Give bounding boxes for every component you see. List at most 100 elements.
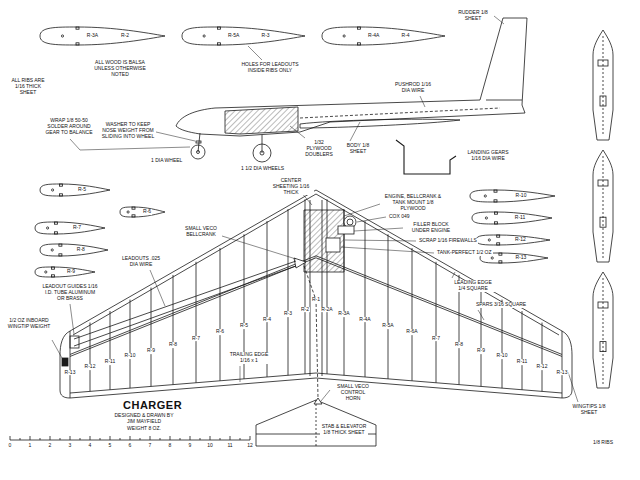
rib-callout: R-11 (104, 359, 116, 365)
rib-profile (35, 222, 105, 234)
wing-rib (220, 248, 221, 381)
wing-rib (130, 300, 131, 389)
scale-number: 11 (226, 443, 233, 449)
note: LEADOUTS .025 DIA WIRE (120, 256, 162, 268)
note: WASHER TO KEEP NOSE WEIGHT FROM SLIDING … (100, 122, 156, 139)
rib-callout: R-12 (536, 364, 549, 370)
scale-tick (60, 438, 61, 440)
leader-line (70, 139, 190, 150)
rib-label: R-3 (261, 33, 271, 39)
leader-line (156, 132, 195, 141)
spar-notch (357, 27, 360, 29)
top-view-detail (598, 180, 608, 186)
top-view-detail (600, 96, 606, 106)
rib-label: R-9 (66, 269, 76, 275)
rib-callout: R-5A (381, 323, 394, 329)
leader-line (70, 304, 74, 334)
leader-line (341, 247, 434, 253)
rib-callout: R-3 (283, 311, 293, 317)
note: WRAP 1/8 50-50 SOLDER AROUND GEAR TO BAL… (40, 118, 98, 135)
note: STAB & ELEVATOR 1/8 THICK SHEET (320, 424, 368, 436)
note: LEADOUT GUIDES 1/16 I.D. TUBE ALUMINUM O… (40, 284, 100, 301)
wing-rib (151, 288, 152, 387)
note: 1/32 PLYWOOD DOUBLERS (300, 140, 338, 157)
leadout-guide (70, 336, 79, 348)
leader-line (150, 270, 165, 306)
leader-line (350, 122, 360, 141)
note: LEADING EDGE 1/4 SQUARE (450, 280, 496, 292)
top-view-detail (598, 302, 608, 308)
spar-notch (132, 207, 135, 209)
scale-number: 1 (28, 443, 33, 449)
leader-line (494, 16, 504, 24)
leader-line (240, 366, 241, 382)
rib-callout: R-2 (300, 307, 310, 313)
wheel-hub (197, 151, 200, 154)
rib-profile (472, 212, 552, 224)
scale-tick (240, 438, 241, 440)
engine-head (347, 219, 353, 225)
rib-callout: R-9 (146, 348, 156, 354)
leader-line (354, 228, 403, 231)
spar-notch (494, 190, 497, 192)
leadout-hole (47, 227, 49, 229)
fuel-tank (326, 238, 340, 252)
scale-tick (210, 436, 211, 440)
note: LANDING GEARS 1/16 DIA WIRE (462, 150, 514, 162)
scale-number: 9 (188, 443, 193, 449)
leader-line (321, 390, 330, 401)
scale-number: 12 (246, 443, 254, 449)
wing-rib (110, 311, 111, 390)
top-view-centerline (603, 156, 604, 258)
top-view (593, 150, 613, 262)
rib-callout: R-6A (405, 329, 418, 335)
rib-label: R-4A (367, 33, 380, 39)
fuselage-side (176, 18, 527, 136)
wing-rib (436, 262, 437, 383)
plan-title: CHARGER (122, 399, 183, 411)
leadout-wire (74, 266, 296, 346)
spar-notch (59, 254, 62, 256)
note: RUDDER 1/8 SHEET (452, 10, 494, 22)
scale-tick (50, 436, 51, 440)
leadout-hole (485, 217, 487, 219)
wing-rib (388, 234, 389, 379)
scale-number: 6 (128, 443, 133, 449)
note: PUSHROD 1/16 DIA WIRE (392, 82, 434, 94)
rudder-hinge (486, 100, 522, 101)
leader-line (452, 272, 455, 278)
note: 1/8 RIBS (592, 440, 614, 446)
scale-tick (40, 438, 41, 440)
leadout-hole (127, 211, 129, 213)
note: ALL WOOD IS BALSA UNLESS OTHERWISE NOTED (88, 60, 152, 77)
spar-notch (52, 267, 55, 269)
scale-number: 8 (168, 443, 173, 449)
spar-notch (60, 184, 63, 186)
top-view (593, 272, 613, 388)
rib-callout: R-10 (124, 354, 137, 360)
control-horn (314, 398, 322, 404)
rib-callout: R-7 (431, 336, 441, 342)
nose-gear (198, 133, 200, 152)
rib-label: R-11 (514, 215, 526, 221)
rib-profile (40, 27, 165, 45)
spar-notch (495, 212, 498, 214)
wheel-hub (260, 151, 264, 155)
scale-tick (70, 436, 71, 440)
scale-tick (90, 436, 91, 440)
scale-number: 0 (8, 443, 13, 449)
rib-label: R-5A (227, 33, 240, 39)
scale-tick (20, 438, 21, 440)
wing-rib (196, 262, 197, 383)
nose-wheel (191, 145, 205, 159)
plan-drawing (10, 16, 613, 446)
rib-profile (322, 27, 445, 45)
leader-line (357, 217, 386, 222)
scale-number: 10 (206, 443, 214, 449)
note: 1 1/2 DIA WHEELS (240, 166, 285, 172)
rib-callout: R-3A (337, 311, 350, 317)
rib-callout: R-10 (496, 354, 509, 360)
rib-profile (182, 27, 305, 45)
scale-number: 2 (48, 443, 53, 449)
wingtip (60, 331, 70, 398)
